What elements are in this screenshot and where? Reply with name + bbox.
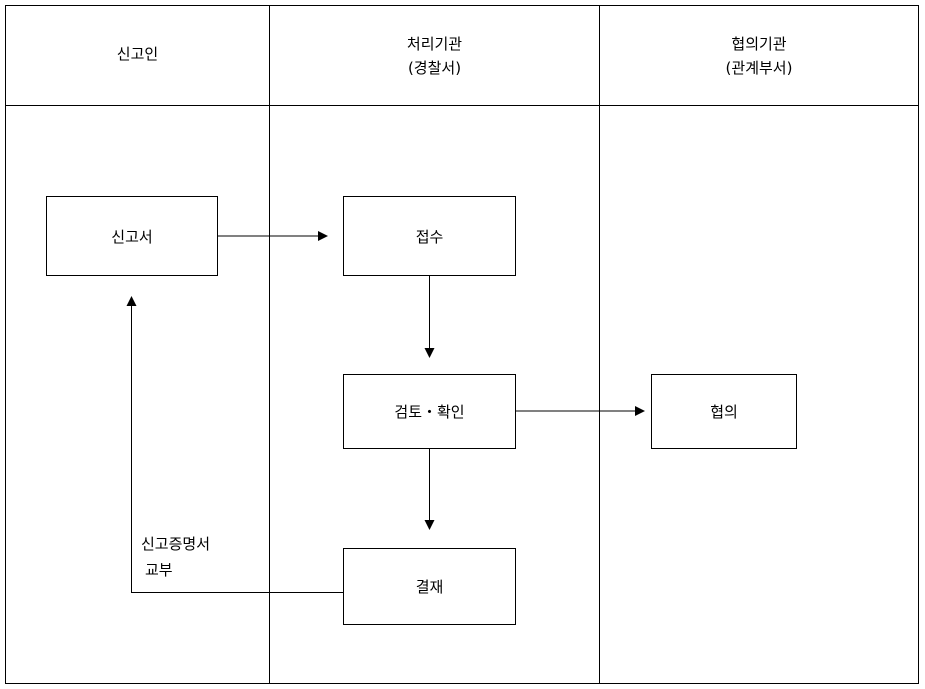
lane-header-processing-agency: 처리기관 (경찰서) xyxy=(270,32,599,80)
lane-header-title: 신고인 xyxy=(116,45,159,63)
node-label: 검토・확인 xyxy=(394,403,465,421)
return-label-line1: 신고증명서 xyxy=(141,535,211,553)
lane-header-title: 협의기관 xyxy=(731,35,787,53)
arrow-decision-to-report xyxy=(126,296,343,593)
lane-header-subtitle: (경찰서) xyxy=(407,59,462,77)
lane-header-reporter: 신고인 xyxy=(6,42,269,66)
lane-header-title: 처리기관 xyxy=(406,35,463,53)
return-label-line2: 교부 xyxy=(145,561,173,579)
lane-header-subtitle: (관계부서) xyxy=(725,59,793,77)
node-consultation: 협의 xyxy=(651,374,797,449)
return-arrow-label: 신고증명서 교부 xyxy=(141,531,210,583)
node-label: 접수 xyxy=(415,227,444,246)
node-decision: 결재 xyxy=(343,548,516,625)
node-receipt: 접수 xyxy=(343,196,516,276)
node-report: 신고서 xyxy=(46,196,218,276)
node-label: 협의 xyxy=(710,403,738,421)
node-label: 결재 xyxy=(415,578,444,596)
node-review: 검토・확인 xyxy=(343,374,516,449)
lane-header-consulting-agency: 협의기관 (관계부서) xyxy=(600,32,918,80)
table-frame xyxy=(5,5,919,684)
node-label: 신고서 xyxy=(111,227,153,246)
